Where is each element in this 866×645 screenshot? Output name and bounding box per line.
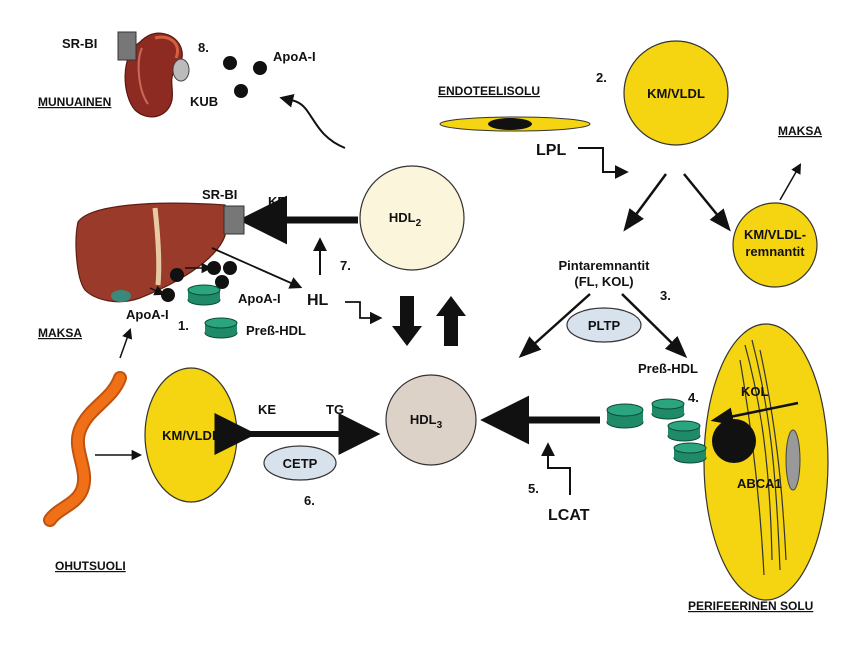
apoa-particle [253, 61, 267, 75]
preb-hdl-liver-label: Preß-HDL [246, 323, 306, 338]
liver-apoa-arrow-2 [149, 285, 165, 296]
step-5-label: 5. [528, 481, 539, 496]
pltp-label: PLTP [588, 318, 621, 333]
intestine-title: OHUTSUOLI [55, 559, 126, 573]
step-6-label: 6. [304, 493, 315, 508]
surface-remnants-label-1: Pintaremnantit [558, 258, 650, 273]
apoa-particle [161, 288, 175, 302]
hdl3-to-hdl2-arrow [436, 296, 466, 346]
km-vldl-to-remnant-arrow [683, 173, 731, 232]
lcat-arrow [541, 442, 571, 495]
hl-label: HL [307, 292, 329, 309]
step-3-label: 3. [660, 288, 671, 303]
kidney-sr-bi-receptor [117, 31, 137, 61]
cholesterol-strands [739, 339, 787, 576]
liver-sr-bi-receptor [223, 205, 245, 235]
tg-label: TG [326, 402, 344, 417]
preb-hdl-disc [667, 420, 701, 442]
hdl2-label-main: HDL [389, 210, 416, 225]
apoa-liver-label: ApoA-I [238, 291, 281, 306]
lpl-arrow [578, 147, 629, 179]
step-8-label: 8. [198, 40, 209, 55]
km-vldl-remnant [732, 202, 818, 288]
liver-to-hl-arrow [211, 247, 303, 289]
remnant-to-liver-arrow [779, 163, 802, 201]
preb-hdl-disc [673, 442, 707, 464]
km-vldl-left-label: KM/VLDL [162, 428, 220, 443]
surface-to-hdl3-arrow [518, 293, 591, 359]
hdl3-particle [385, 374, 477, 466]
kol-label: KOL [741, 384, 769, 399]
maksa-left-title: MAKSA [38, 326, 82, 340]
km-vldl-to-surface-arrow [623, 173, 668, 232]
km-vldl-top [623, 40, 729, 146]
remnant-label-2: remnantit [745, 244, 805, 259]
hdl3-label: HDL3 [410, 412, 443, 431]
ke-mid-label: KE [258, 402, 276, 417]
preb-hdl-disc [651, 398, 685, 420]
abca1-label: ABCA1 [737, 476, 782, 491]
intestine-inner [45, 373, 125, 525]
cetp-label: CETP [283, 456, 318, 471]
lpl-label: LPL [536, 142, 566, 159]
kub-label: KUB [190, 94, 218, 109]
preb-hdl-disc [606, 403, 644, 429]
apoa-particle [215, 275, 229, 289]
preb-hdl-right-label: Preß-HDL [638, 361, 698, 376]
pltp-enzyme [566, 307, 642, 343]
hdl3-label-main: HDL [410, 412, 437, 427]
peripheral-cell-title: PERIFEERINEN SOLU [688, 599, 813, 613]
endothelium-title: ENDOTEELISOLU [438, 84, 540, 98]
surface-remnants-label-2: (FL, KOL) [574, 274, 633, 289]
peripheral-vesicle [785, 429, 801, 491]
surface-to-prebhdl-arrow [621, 293, 688, 359]
hdl2-particle [359, 165, 465, 271]
apoa-particle [234, 84, 248, 98]
hdl3-label-sub: 3 [437, 420, 443, 431]
hdl2-to-kidney-arrow [279, 93, 346, 149]
lcat-label: LCAT [548, 507, 590, 524]
apoa-left-label: ApoA-I [126, 307, 169, 322]
kidney [124, 32, 183, 118]
apoa-kidney-label: ApoA-I [273, 49, 316, 64]
hdl2-label-sub: 2 [416, 218, 422, 229]
cetp-enzyme [263, 445, 337, 481]
hdl2-to-hdl3-arrow [392, 296, 422, 346]
ke-top-label: KE [268, 194, 286, 209]
kidney-kub-receptor [172, 58, 190, 82]
apoa-particle [223, 261, 237, 275]
step-4-label: 4. [688, 390, 699, 405]
endothelial-nucleus [488, 118, 532, 130]
kidney-receptor-label: SR-BI [62, 36, 97, 51]
remnant-label-1: KM/VLDL- [744, 227, 806, 242]
preb-hdl-disc [187, 284, 221, 306]
hl-step-arrow [345, 301, 383, 325]
abca1-transporter [712, 419, 756, 463]
km-vldl-top-label: KM/VLDL [647, 86, 705, 101]
kidney-title: MUNUAINEN [38, 95, 111, 109]
maksa-right-title: MAKSA [778, 124, 822, 138]
step-7-label: 7. [340, 258, 351, 273]
hdl2-label: HDL2 [389, 210, 422, 229]
liver [75, 202, 226, 303]
kol-efflux-arrow [710, 401, 799, 426]
step-2-label: 2. [596, 70, 607, 85]
apoa-particle [170, 268, 184, 282]
liver-receptor-label: SR-BI [202, 187, 237, 202]
apoa-particle [223, 56, 237, 70]
intestine-to-liver-arrow [119, 328, 133, 359]
step-1-label: 1. [178, 318, 189, 333]
preb-hdl-disc [204, 317, 238, 339]
